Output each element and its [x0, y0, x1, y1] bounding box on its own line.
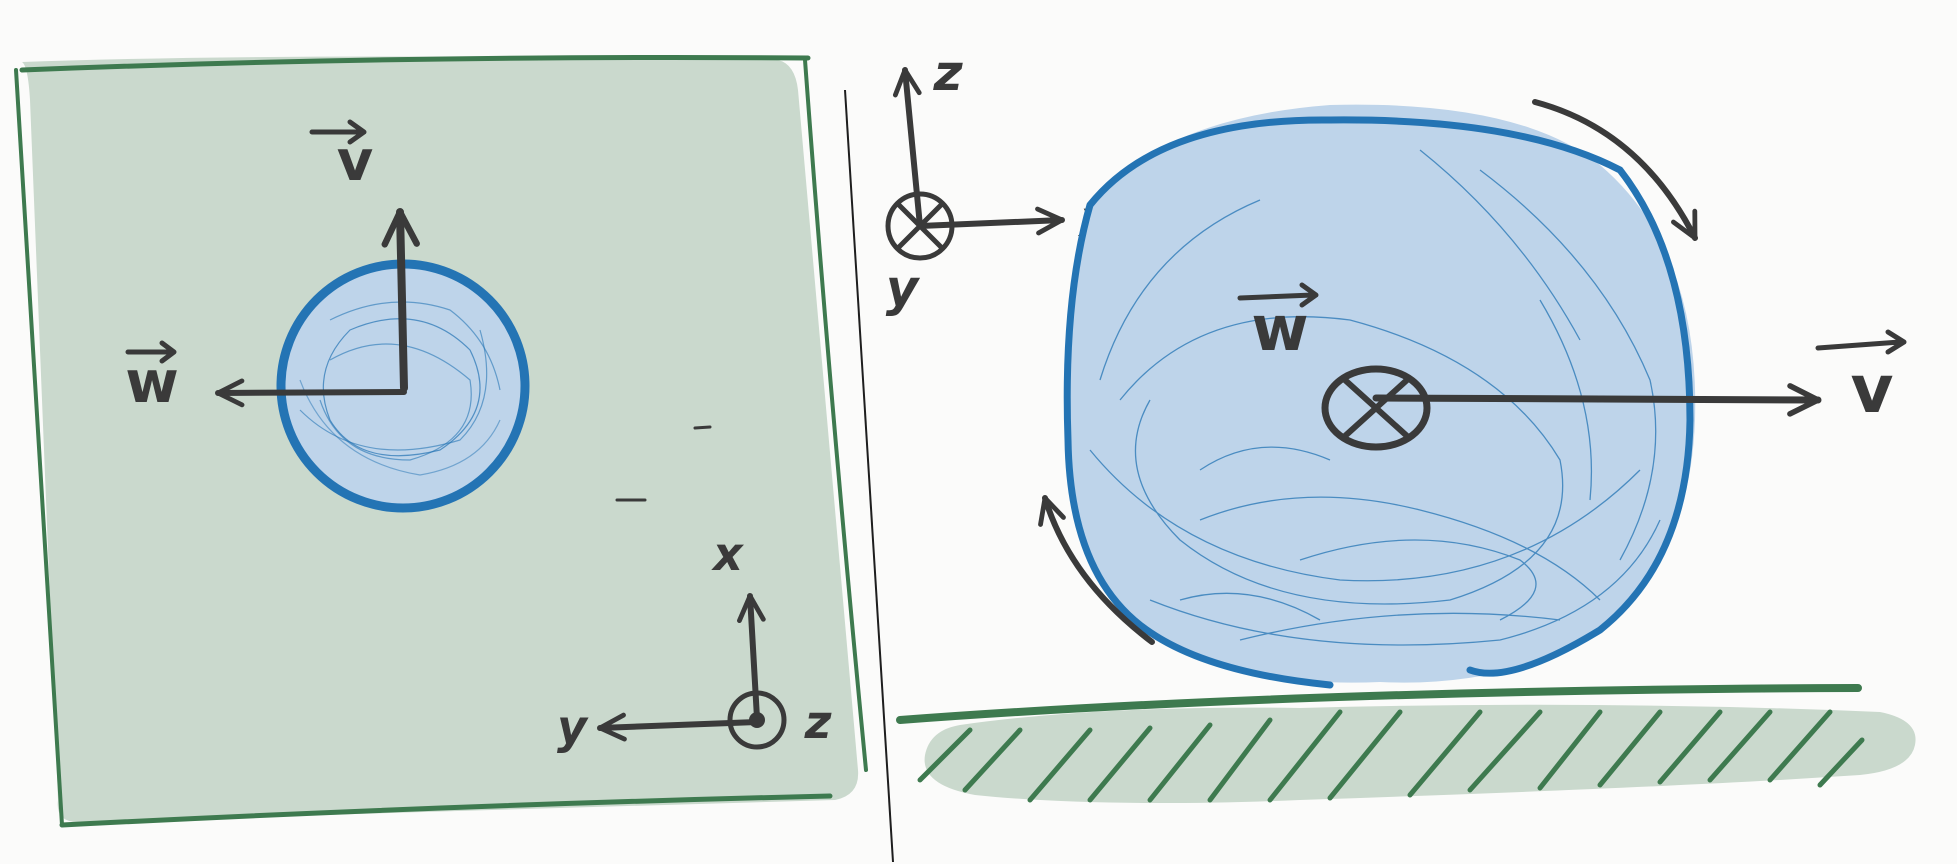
angular-velocity-arrow — [215, 378, 407, 408]
vector-bar-icon — [125, 340, 177, 364]
top-view-panel: v w x y z — [14, 55, 868, 828]
z-axis-dot-icon — [749, 712, 765, 728]
y-axis-label: y — [557, 700, 589, 754]
rotation-arrow-bottom — [1038, 495, 1155, 645]
velocity-label: v — [309, 119, 374, 194]
ground-edge-bottom — [59, 793, 833, 828]
angular-velocity-label-text: w — [125, 348, 179, 416]
vector-bar-icon — [309, 119, 367, 145]
ground-edge-left — [14, 68, 64, 827]
ground-fill — [924, 704, 1916, 804]
ground-surface-line — [896, 684, 1862, 724]
x-axis-arrow — [736, 593, 766, 721]
angular-velocity-into-page-icon — [1321, 365, 1431, 451]
side-view-panel: z x y — [885, 44, 1916, 804]
coordinate-frame-top-view: x y z — [557, 527, 832, 754]
angular-velocity-cross-icon — [1342, 377, 1410, 439]
ground-hatching — [917, 709, 1865, 803]
angular-velocity-label-text: w — [1251, 292, 1308, 365]
velocity-label: v — [1815, 329, 1907, 428]
velocity-arrow — [1372, 383, 1822, 417]
ground-edge-right — [803, 58, 868, 772]
z-axis-out-of-page-icon — [727, 690, 787, 750]
y-axis-label: y — [886, 259, 921, 317]
y-axis-into-page-icon — [885, 191, 955, 261]
ball-side-view — [1063, 104, 1696, 689]
velocity-arrow — [381, 208, 420, 392]
x-axis-label: x — [711, 527, 744, 581]
vector-bar-icon — [1237, 282, 1319, 308]
z-axis-arrow — [892, 67, 923, 229]
x-axis-arrow — [917, 206, 1065, 236]
y-axis-cross-icon — [895, 201, 945, 251]
velocity-label-text: v — [1850, 351, 1893, 428]
velocity-label-text: v — [337, 129, 374, 194]
rotation-arrow-top — [1532, 99, 1698, 241]
vector-bar-icon — [1815, 329, 1907, 355]
z-axis-label: z — [932, 44, 963, 102]
plane-mark — [693, 425, 712, 430]
ground-edge-top — [19, 55, 811, 73]
angular-velocity-label: w — [125, 340, 179, 416]
panel-divider — [844, 89, 894, 863]
ball-outline — [1063, 116, 1694, 689]
z-axis-label: z — [804, 695, 832, 749]
ground-side-view — [896, 684, 1916, 804]
angular-velocity-label: w — [1237, 282, 1319, 365]
